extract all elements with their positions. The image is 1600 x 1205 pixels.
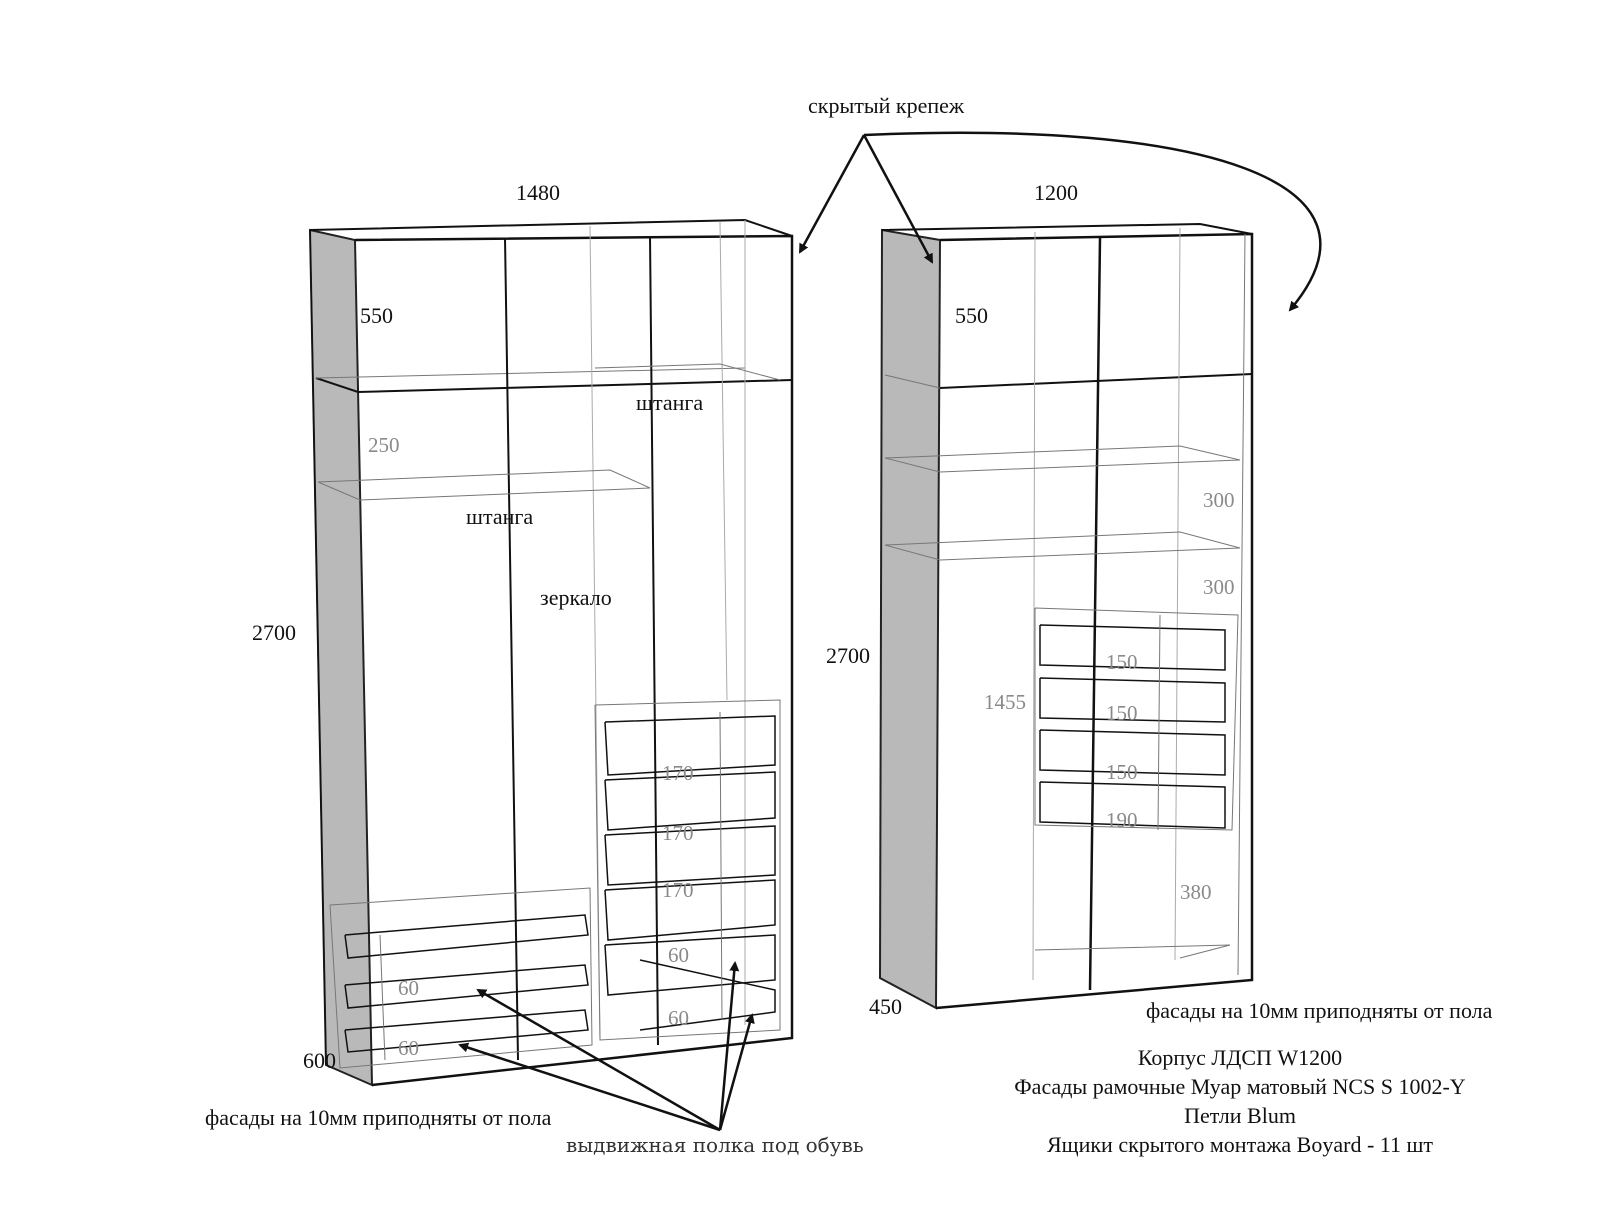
- left-drawer-dim-1: 170: [662, 761, 694, 785]
- right-drawer-dim-4: 190: [1106, 808, 1138, 832]
- left-drawer-dim-2: 170: [662, 821, 694, 845]
- shoe-arrow-4: [718, 1013, 755, 1131]
- right-shelf-dim-1: 300: [1203, 488, 1235, 512]
- right-drawer-stack: [1034, 607, 1239, 831]
- annotation-arrows: [458, 131, 1322, 1132]
- right-drawer-block-dim: 1455: [984, 690, 1026, 714]
- shoe-shelf-label: выдвижная полка под обувь: [566, 1133, 864, 1157]
- left-height-dim: 2700: [252, 620, 296, 645]
- shoe-arrow-2: [458, 1042, 721, 1132]
- fastener-arrow-right: [862, 134, 934, 264]
- spec-line-3: Петли Blum: [1184, 1103, 1296, 1128]
- right-width-dim: 1200: [1034, 180, 1078, 205]
- right-cabinet: [878, 222, 1254, 1010]
- spec-line-1: Корпус ЛДСП W1200: [1137, 1045, 1343, 1070]
- rod-label-right: штанга: [636, 390, 704, 415]
- left-shelf-gap-dim: 250: [368, 433, 400, 457]
- left-facades-note: фасады на 10мм приподняты от пола: [205, 1105, 552, 1130]
- right-top-section-dim: 550: [955, 303, 988, 328]
- shoe-arrow-1: [476, 988, 721, 1132]
- right-drawer-dim-3: 150: [1106, 760, 1138, 784]
- right-shoe-dim-2: 60: [668, 1006, 689, 1030]
- right-drawer-dim-2: 150: [1106, 701, 1138, 725]
- spec-line-4: Ящики скрытого монтажа Boyard - 11 шт: [1046, 1132, 1434, 1157]
- left-cabinet-front: [354, 234, 794, 1087]
- right-bottom-dim: 380: [1180, 880, 1212, 904]
- rod-label-left: штанга: [466, 504, 534, 529]
- left-drawer-dim-3: 170: [662, 878, 694, 902]
- left-drawer-stack: [594, 699, 781, 1041]
- right-depth-dim: 450: [869, 994, 902, 1019]
- fastener-arrow-curve: [863, 131, 1322, 312]
- shoe-arrow-3: [718, 961, 740, 1131]
- hidden-fastener-label: скрытый крепеж: [808, 93, 965, 118]
- spec-line-2: Фасады рамочные Муар матовый NCS S 1002-…: [1014, 1074, 1466, 1099]
- left-shoe-dim-1: 60: [398, 976, 419, 1000]
- right-shelf-dim-2: 300: [1203, 575, 1235, 599]
- right-cabinet-side-panel: [878, 228, 942, 1010]
- left-top-section-dim: 550: [360, 303, 393, 328]
- left-width-dim: 1480: [516, 180, 560, 205]
- left-shoe-dim-2: 60: [398, 1036, 419, 1060]
- left-shoe-shelves: [329, 887, 593, 1069]
- left-top-shelf: [315, 377, 793, 394]
- mirror-label: зеркало: [540, 585, 612, 610]
- right-height-dim: 2700: [826, 643, 870, 668]
- left-cabinet: [308, 218, 794, 1087]
- right-shoe-dim-1: 60: [668, 943, 689, 967]
- right-cabinet-front: [935, 232, 1254, 1010]
- fastener-arrow-left: [798, 134, 866, 254]
- right-drawer-dim-1: 150: [1106, 650, 1138, 674]
- left-depth-dim: 600: [303, 1048, 336, 1073]
- right-facades-note: фасады на 10мм приподняты от пола: [1146, 998, 1493, 1023]
